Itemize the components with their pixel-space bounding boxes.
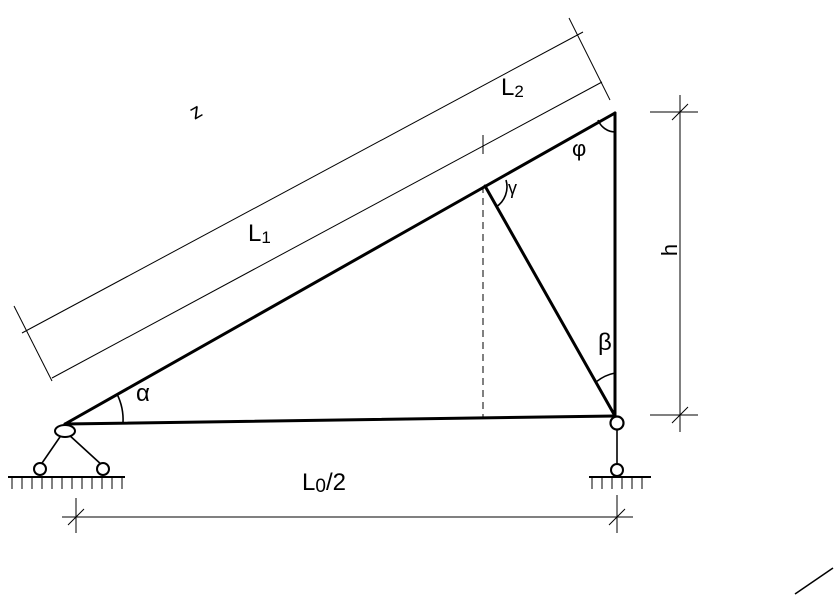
support-joint-bottom <box>610 463 624 477</box>
corner-stroke-mark <box>794 567 834 595</box>
height-tick-bottom <box>671 406 689 424</box>
support-leg-left <box>39 433 63 467</box>
label-angle-phi: φ <box>572 136 586 161</box>
label-angle-gamma: γ <box>508 178 517 198</box>
label-angle-beta: β <box>598 329 612 356</box>
angle-arc-alpha <box>116 393 124 424</box>
ground-hatching-right <box>591 477 643 489</box>
support-joint-top <box>609 415 625 431</box>
angle-arc-beta <box>595 372 616 383</box>
truss-members <box>63 111 617 426</box>
angle-arcs <box>116 119 616 424</box>
ground-hatching-left <box>11 477 123 489</box>
dimension-line-l1-l2 <box>51 81 603 379</box>
angle-arc-phi <box>597 119 616 133</box>
left-pin-support <box>8 424 125 489</box>
label-angle-alpha: α <box>136 380 150 407</box>
top-chord <box>63 111 617 426</box>
support-pin-joint <box>54 424 76 438</box>
dimension-extension-left <box>13 305 53 382</box>
support-pin-base-right <box>96 462 110 476</box>
label-half-span: L0/2 <box>302 469 346 497</box>
height-tick-top <box>671 103 689 121</box>
height-dimension <box>650 95 698 432</box>
span-tick-right <box>608 508 626 526</box>
support-pin-base-left <box>33 462 47 476</box>
bottom-chord <box>63 414 617 426</box>
label-l1: L1 <box>248 220 271 247</box>
right-roller-support <box>589 415 651 489</box>
label-l2: L2 <box>501 74 524 101</box>
dimension-line-z <box>21 31 584 334</box>
label-h: h <box>657 244 682 256</box>
support-leg-right <box>67 433 104 467</box>
span-tick-left <box>67 508 85 526</box>
dimension-extension-right <box>568 17 611 101</box>
angle-arc-gamma <box>495 179 508 208</box>
span-dimension <box>62 495 633 533</box>
diagonal-strut <box>483 184 617 418</box>
label-z: z <box>186 99 207 124</box>
chord-dimension-lines <box>13 17 611 382</box>
